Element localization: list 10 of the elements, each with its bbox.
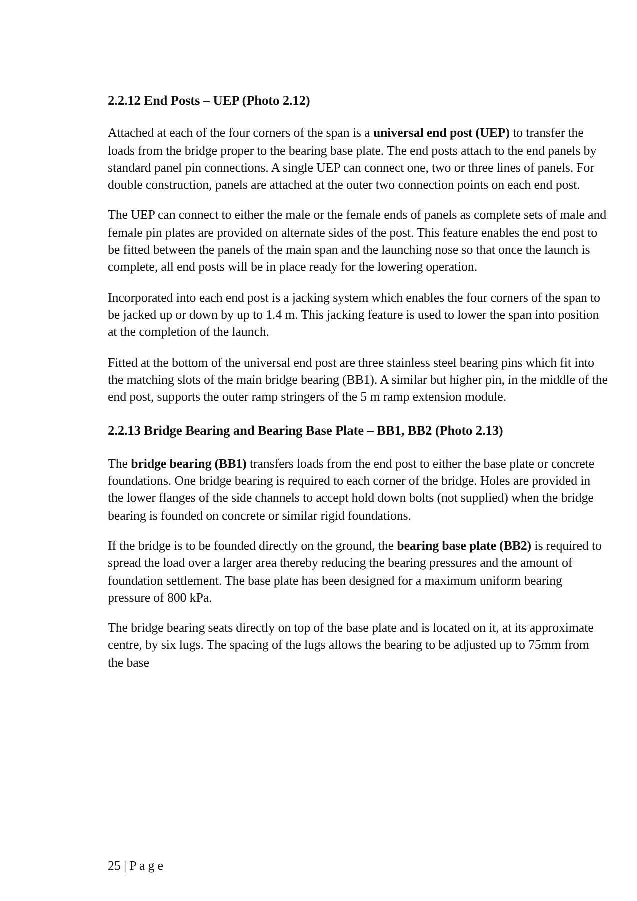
page-number: 25 | P a g e: [108, 857, 164, 874]
body-paragraph: Incorporated into each end post is a jacking system which enables the four corners of the span to be jacked up or down by up to 1.4 m. This jacking feature is used to lower the span into position at the completion of the launch.: [108, 288, 602, 341]
body-paragraph: If the bridge is to be founded directly on the ground, the bearing base plate (BB2) is required to spread the load over a larger area thereby reducing the bearing pressures and the amount of foundation settlement. The base plate has been designed for a maximum uniform bearing pressure of 800 kPa.: [108, 536, 603, 606]
body-paragraph: The bridge bearing (BB1) transfers loads from the end post to either the base plate or concrete foundations. One bridge bearing is required to each corner of the bridge. Holes are provided in the lower flanges of the side channels to accept hold down bolts (not supplied) when the bridge bearing is founded on concrete or similar rigid foundations.: [108, 454, 596, 524]
body-paragraph: The UEP can connect to either the male or the female ends of panels as complete sets of male and female pin plates are provided on alternate sides of the post. This feature enables the end post to be fitted between the panels of the main span and the launching nose so that once the launch is complete, all end posts will be in place ready for the lowering operation.: [108, 206, 608, 276]
body-paragraph: The bridge bearing seats directly on top of the base plate and is located on it, at its approximate centre, by six lugs. The spacing of the lugs allows the bearing to be adjusted up to 75mm from the base: [108, 619, 595, 672]
section-heading: 2.2.12 End Posts – UEP (Photo 2.12): [108, 92, 312, 110]
section-heading: 2.2.13 Bridge Bearing and Bearing Base Plate – BB1, BB2 (Photo 2.13): [108, 422, 504, 440]
body-paragraph: Attached at each of the four corners of the span is a universal end post (UEP) to transfer the loads from the bridge proper to the bearing base plate. The end posts attach to the end panels by standard panel pin connections. A single UEP can connect one, two or three lines of panels. For double construction, panels are attached at the outer two connection points on each end post.: [108, 124, 598, 194]
body-paragraph: Fitted at the bottom of the universal end post are three stainless steel bearing pins which fit into the matching slots of the main bridge bearing (BB1). A similar but higher pin, in the middle of the end post, supports the outer ramp stringers of the 5 m ramp extension module.: [108, 354, 608, 406]
